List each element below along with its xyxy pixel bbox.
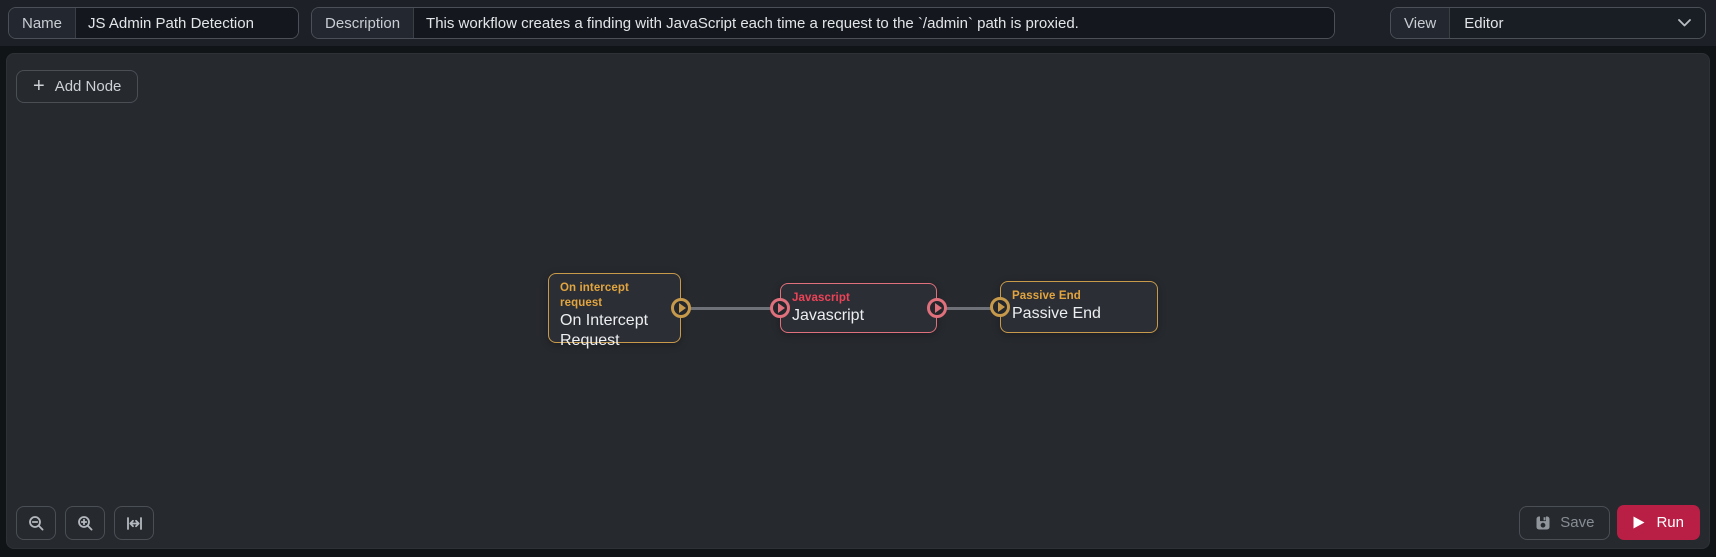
output-port-javascript[interactable]: [927, 298, 947, 318]
view-select-value: Editor: [1464, 14, 1504, 32]
node-type-label: Passive End: [1012, 290, 1081, 302]
play-port-icon: [997, 302, 1005, 312]
floppy-disk-icon: [1535, 515, 1551, 531]
run-button[interactable]: Run: [1617, 505, 1700, 540]
edge-javascript-to-passive-end: [937, 306, 1000, 310]
output-port-on-intercept-request[interactable]: [671, 298, 691, 318]
node-type-label: Javascript: [792, 292, 850, 304]
fit-width-icon: [126, 515, 143, 532]
zoom-controls: [16, 506, 154, 540]
play-port-icon: [934, 303, 942, 313]
fit-width-button[interactable]: [114, 506, 154, 540]
workflow-canvas[interactable]: + Add Node On intercept request On Interc…: [6, 53, 1710, 549]
play-port-icon: [678, 303, 686, 313]
edge-on-intercept-request-to-javascript: [681, 306, 780, 310]
add-node-label: Add Node: [54, 78, 122, 95]
save-button[interactable]: Save: [1519, 505, 1611, 540]
zoom-out-icon: [28, 515, 45, 532]
node-type-label: On intercept request: [560, 282, 629, 309]
play-port-icon: [777, 303, 785, 313]
zoom-in-button[interactable]: [65, 506, 105, 540]
name-label: Name: [9, 8, 77, 38]
view-field-group: View Editor: [1390, 7, 1706, 39]
add-node-button[interactable]: + Add Node: [16, 70, 139, 103]
plus-icon: +: [33, 74, 45, 97]
run-label: Run: [1656, 514, 1684, 531]
action-controls: Save Run: [1519, 505, 1700, 540]
save-label: Save: [1560, 514, 1595, 531]
node-title: Passive End: [1012, 305, 1101, 322]
node-title: Javascript: [792, 307, 865, 324]
view-select[interactable]: Editor: [1450, 8, 1705, 38]
description-label: Description: [312, 8, 415, 38]
chevron-down-icon: [1678, 19, 1691, 27]
play-icon: [1633, 516, 1645, 529]
input-port-javascript[interactable]: [770, 298, 790, 318]
view-label: View: [1391, 8, 1451, 38]
topbar: Name Description View Editor: [0, 0, 1716, 46]
node-on-intercept-request[interactable]: On intercept request On Intercept Request: [548, 273, 681, 349]
zoom-in-icon: [77, 515, 94, 532]
node-title: On Intercept Request: [560, 312, 649, 349]
input-port-passive-end[interactable]: [990, 297, 1010, 317]
name-input[interactable]: [76, 8, 299, 38]
description-input[interactable]: [414, 8, 1335, 38]
zoom-out-button[interactable]: [16, 506, 56, 540]
name-field-group: Name: [8, 7, 300, 39]
description-field-group: Description: [311, 7, 1336, 39]
